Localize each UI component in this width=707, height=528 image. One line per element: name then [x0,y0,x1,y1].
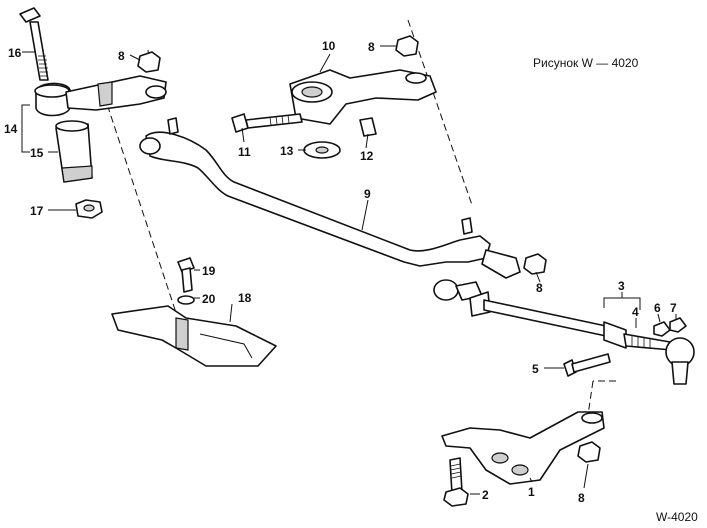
callout-6: 6 [654,301,661,315]
callout-2: 2 [482,488,489,502]
leader-lines [21,45,677,495]
bolt-16 [19,7,49,81]
nut-7 [669,317,687,333]
callout-5: 5 [532,362,539,376]
bracket-18 [111,305,277,367]
figure-caption: Рисунок W — 4020 [533,56,639,70]
bolt-2 [443,457,469,507]
callout-labels: 16 14 15 17 8 8 10 11 12 13 9 8 19 20 18… [4,39,677,505]
callout-10: 10 [322,39,336,53]
callout-8-top-right: 8 [368,40,375,54]
callout-4: 4 [632,305,639,319]
callout-20: 20 [202,292,216,306]
callout-1: 1 [528,485,535,499]
callout-8-right: 8 [536,281,543,295]
bolt-11 [231,113,303,133]
idler-arm [34,75,167,117]
callout-17: 17 [30,204,44,218]
pin-12 [359,117,377,137]
callout-15: 15 [30,146,44,160]
nut-6 [653,321,671,337]
tie-rod-3 [433,279,695,385]
pitman-arm-10 [289,69,437,125]
bolt-5 [563,353,611,377]
callout-12: 12 [360,149,374,163]
figure-code: W-4020 [656,510,698,524]
callout-14: 14 [4,122,18,136]
callout-18: 18 [238,291,252,305]
nut-8-bottom [577,441,601,463]
callout-8-bottom: 8 [578,491,585,505]
center-link-9 [139,117,521,279]
washer-13 [303,141,341,159]
bolt-19 [177,257,195,293]
callout-19: 19 [202,264,216,278]
callout-16: 16 [8,46,22,60]
bushing-15 [55,120,93,183]
callout-7: 7 [670,301,677,315]
nut-8-top-right [395,35,419,57]
callout-11: 11 [238,145,251,159]
callout-13: 13 [280,144,294,158]
nut-8-top-left [137,51,161,73]
callout-9: 9 [364,187,371,201]
callout-3: 3 [618,279,625,293]
washer-20 [177,295,195,305]
nut-8-right [523,253,547,275]
knuckle-arm-1 [441,411,605,485]
nut-17 [75,199,103,219]
callout-8-top-left: 8 [118,49,125,63]
